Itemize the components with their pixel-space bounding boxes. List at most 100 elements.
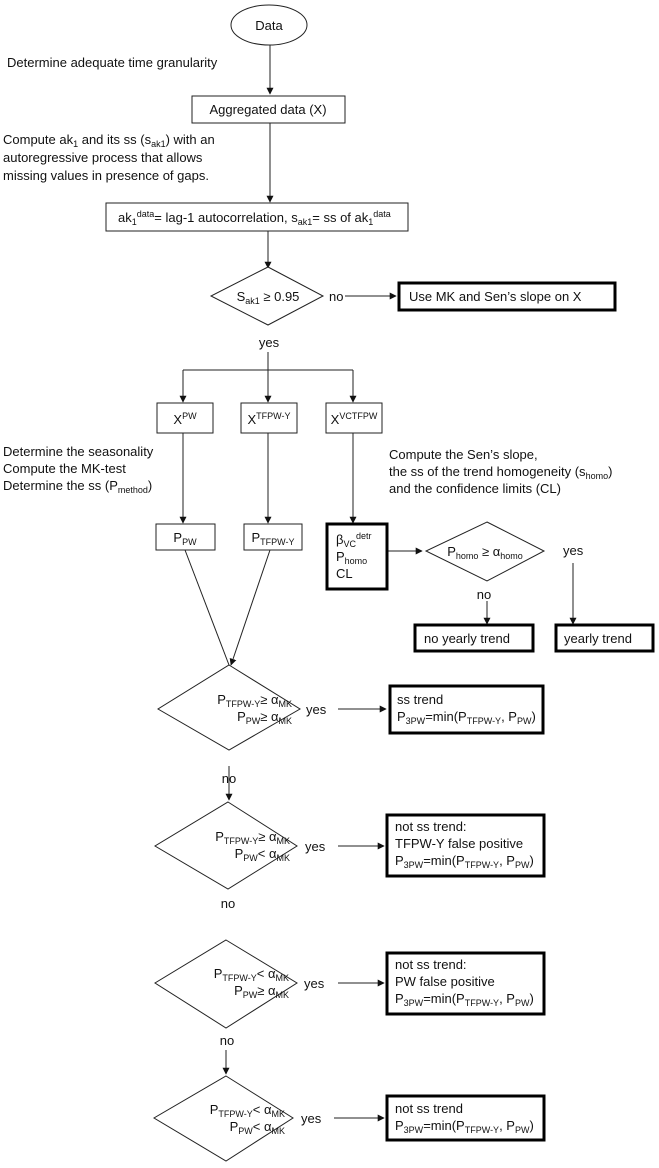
subscript: MK xyxy=(272,1109,286,1119)
subscript: 3PW xyxy=(404,998,424,1008)
text-line: autoregressive process that allows xyxy=(3,150,203,165)
text-run: yes xyxy=(301,1111,322,1126)
outcome-2-box xyxy=(385,813,546,878)
text-run: CL xyxy=(336,566,353,581)
subscript: TFPW-Y xyxy=(260,537,294,547)
text-run: ) xyxy=(529,853,533,868)
line-ptfpw-to-merge xyxy=(229,549,271,666)
text-run: ss trend xyxy=(397,692,443,707)
text-run: , P xyxy=(499,853,515,868)
text-line: Compute the MK-test xyxy=(3,461,126,476)
text-line: PPW< αMK​ xyxy=(235,846,290,863)
start-label: Data xyxy=(255,18,283,33)
text-run: P xyxy=(395,1118,404,1133)
xtfpw-box xyxy=(240,402,298,434)
decision-1-label: PTFPW-Y≥ αMK​PPW≥ αMK​ xyxy=(217,692,292,726)
subscript: MK xyxy=(272,1126,286,1136)
text-run: ) xyxy=(529,1118,533,1133)
text-line: Phomo​ xyxy=(336,549,367,566)
text-run: P xyxy=(336,549,345,564)
text-line: PPW< αMK​ xyxy=(230,1119,285,1136)
decision-2-label: PTFPW-Y≥ αMK​PPW< αMK​ xyxy=(215,829,290,863)
text-run: yes xyxy=(304,976,325,991)
xtfpw-label: XTFPW-Y​ xyxy=(247,411,290,427)
text-run: =min(P xyxy=(423,991,465,1006)
subscript: TFPW-Y xyxy=(224,836,258,846)
granularity-annotation: Determine adequate time granularity xyxy=(7,55,218,70)
text-run: ≥ α xyxy=(260,709,279,724)
subscript: MK xyxy=(276,973,290,983)
right-steps-annotation: Compute the Sen’s slope,the ss of the tr… xyxy=(389,447,612,496)
text-run: P xyxy=(230,1119,239,1134)
text-run: P xyxy=(234,983,243,998)
sak1-yes-label: yes xyxy=(259,335,280,350)
subscript: 3PW xyxy=(404,860,424,870)
yearly-trend-box xyxy=(554,623,655,653)
d2-yes-label: yes xyxy=(305,839,326,854)
text-run: no yearly trend xyxy=(424,631,510,646)
aggregated-box xyxy=(191,95,346,124)
subscript: MK xyxy=(279,716,293,726)
superscript: TFPW-Y xyxy=(256,411,290,421)
text-run: S xyxy=(237,289,246,304)
text-run: X xyxy=(173,412,182,427)
subscript: PW xyxy=(246,716,261,726)
d2-no-label: no xyxy=(221,896,235,911)
text-run: autoregressive process that allows xyxy=(3,150,203,165)
use-mk-box xyxy=(397,281,617,312)
outcome-4-box xyxy=(385,1094,546,1142)
text-run: no xyxy=(329,289,343,304)
homo-no-label: no xyxy=(477,587,491,602)
shapes xyxy=(105,4,655,1162)
use-mk-label: Use MK and Sen’s slope on X xyxy=(409,289,582,304)
text-run: P xyxy=(395,853,404,868)
text-run: and its ss (s xyxy=(78,132,151,147)
text-run: no xyxy=(477,587,491,602)
text-run: ≥ α xyxy=(478,544,500,559)
outcome-1-box xyxy=(388,684,545,735)
text-run: < α xyxy=(258,846,277,861)
ptfpw-label: PTFPW-Y​ xyxy=(251,530,294,547)
text-line: Determine the ss (Pmethod) xyxy=(3,478,152,495)
text-run: =min(P xyxy=(423,853,465,868)
no-yearly-trend-label: no yearly trend xyxy=(424,631,510,646)
subscript: PW xyxy=(243,990,258,1000)
text-run: P xyxy=(395,991,404,1006)
subscript: ak1 xyxy=(151,139,166,149)
d3-no-label: no xyxy=(220,1033,234,1048)
text-line: PTFPW-Y< αMK​ xyxy=(214,966,289,983)
subscript: 1 xyxy=(73,139,78,149)
ptfpw-box xyxy=(243,523,303,551)
decision-1 xyxy=(157,664,301,751)
text-line: P3PW=min(PTFPW-Y, PPW) xyxy=(395,853,534,870)
sak1-decision-label: Sak1 ≥ 0.95 xyxy=(237,289,300,306)
text-line: Determine the seasonality xyxy=(3,444,154,459)
text-line: P3PW=min(PTFPW-Y, PPW) xyxy=(395,1118,534,1135)
text-run: missing values in presence of gaps. xyxy=(3,168,209,183)
subscript: homo xyxy=(345,556,368,566)
text-run: Aggregated data (X) xyxy=(209,102,326,117)
subscript: VC xyxy=(343,539,356,549)
d1-yes-label: yes xyxy=(306,702,327,717)
sak1-no-label: no xyxy=(329,289,343,304)
start-node xyxy=(230,4,308,46)
yearly-trend-label: yearly trend xyxy=(564,631,632,646)
text-run: Determine the ss (P xyxy=(3,478,118,493)
text-run: ≥ α xyxy=(260,692,279,707)
subscript: TFPW-Y xyxy=(218,1109,252,1119)
subscript: PW xyxy=(238,1126,253,1136)
subscript: method xyxy=(118,485,148,495)
text-line: PTFPW-Y≥ αMK​ xyxy=(215,829,290,846)
text-run: Compute the Sen’s slope, xyxy=(389,447,538,462)
decision-2 xyxy=(154,801,298,890)
subscript: 1 xyxy=(132,217,137,227)
text-run: P xyxy=(397,709,406,724)
text-run: = lag-1 autocorrelation, s xyxy=(154,210,298,225)
superscript: detr xyxy=(356,531,372,541)
subscript: PW xyxy=(182,537,197,547)
d1-no-label: no xyxy=(222,771,236,786)
text-line: PW false positive xyxy=(395,974,495,989)
